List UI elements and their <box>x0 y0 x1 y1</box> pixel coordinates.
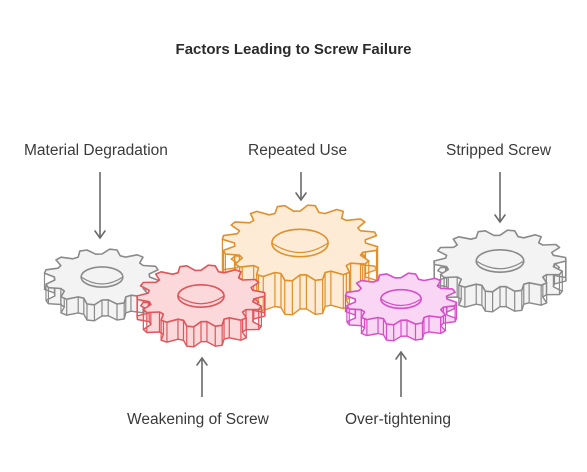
arrow-stripped-screw <box>494 172 506 224</box>
label-stripped-screw: Stripped Screw <box>446 142 552 159</box>
arrow-repeated-use <box>295 172 307 202</box>
arrow-material-degradation <box>94 172 106 240</box>
label-over-tightening: Over-tightening <box>345 411 451 428</box>
gear-over-tightening <box>344 272 458 342</box>
gear-material-degradation <box>43 248 161 322</box>
arrow-over-tightening <box>395 350 407 397</box>
label-weakening-of-screw: Weakening of Screw <box>127 411 269 428</box>
gear-weakening-of-screw <box>136 264 266 348</box>
gear-stripped-screw <box>433 229 567 313</box>
diagram-title: Factors Leading to Screw Failure <box>175 41 412 58</box>
label-repeated-use: Repeated Use <box>248 142 348 159</box>
label-material-degradation: Material Degradation <box>24 142 168 159</box>
arrow-weakening-of-screw <box>196 356 208 397</box>
